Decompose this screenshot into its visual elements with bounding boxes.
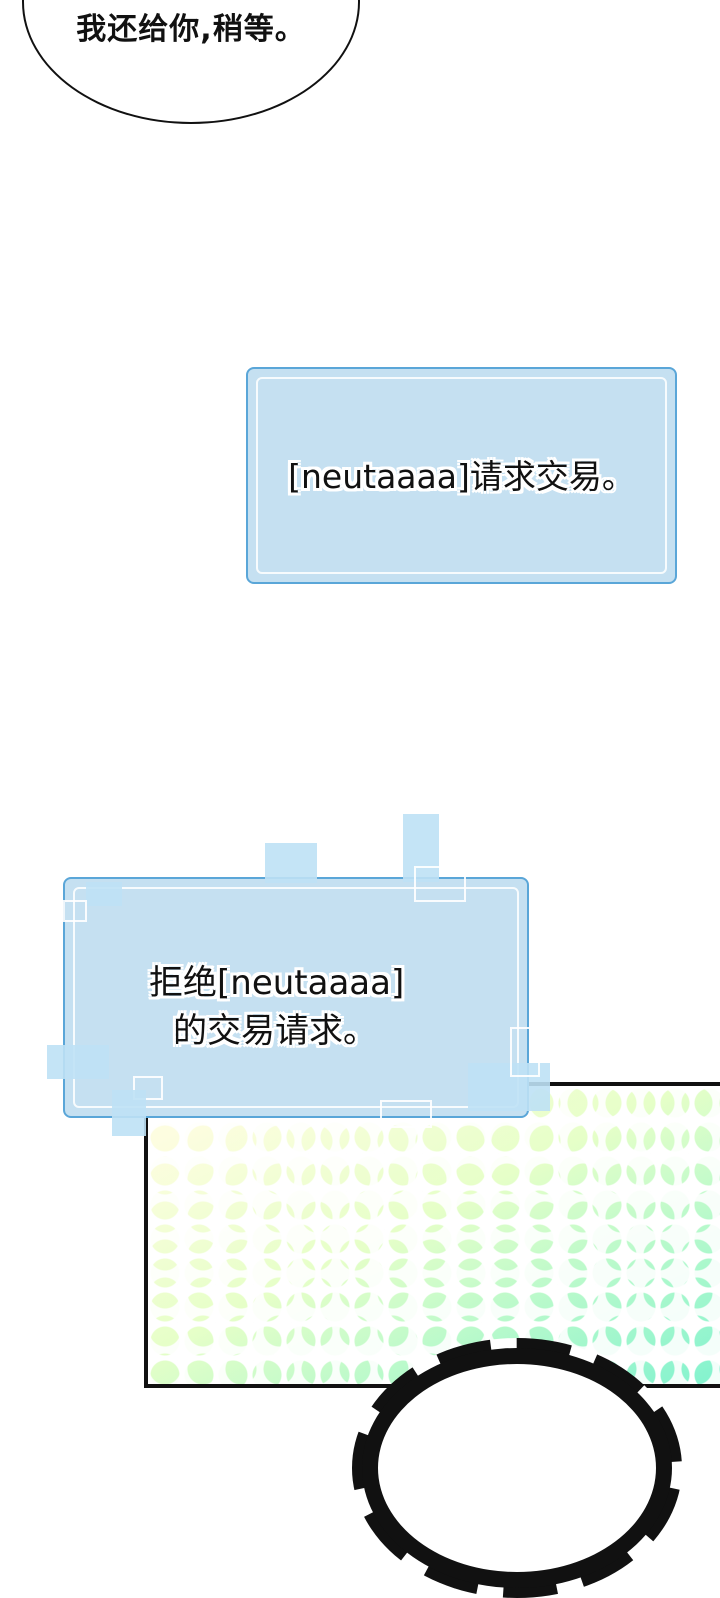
halftone-panel xyxy=(144,1082,720,1388)
trade-request-box: [neutaaaa]请求交易。 xyxy=(246,367,677,584)
trade-decline-text-line1: 拒绝[neutaaaa] xyxy=(149,963,405,1003)
trade-decline-inner-frame xyxy=(73,887,519,1108)
decor-square-outline xyxy=(133,1076,163,1100)
character-head xyxy=(362,1348,672,1588)
decor-square-outline xyxy=(380,1100,432,1128)
trade-decline-text-line2: 的交易请求。 xyxy=(173,1011,377,1051)
trade-decline-box: 拒绝[neutaaaa] 的交易请求。 xyxy=(63,877,529,1118)
speech-bubble-text: 我还给你,稍等。 xyxy=(76,12,306,47)
decor-square xyxy=(403,814,439,882)
decor-square xyxy=(468,1063,550,1111)
trade-request-inner-frame xyxy=(256,377,667,574)
decor-square-outline xyxy=(510,1027,540,1077)
trade-request-text: [neutaaaa]请求交易。 xyxy=(288,457,635,496)
speech-bubble: 我还给你,稍等。 xyxy=(22,0,360,124)
halftone-dots xyxy=(148,1086,720,1384)
decor-square xyxy=(265,843,317,883)
decor-square xyxy=(86,882,122,906)
decor-square xyxy=(47,1045,109,1079)
decor-square xyxy=(112,1090,146,1136)
decor-square-outline xyxy=(414,866,466,902)
decor-square-outline xyxy=(63,900,87,922)
